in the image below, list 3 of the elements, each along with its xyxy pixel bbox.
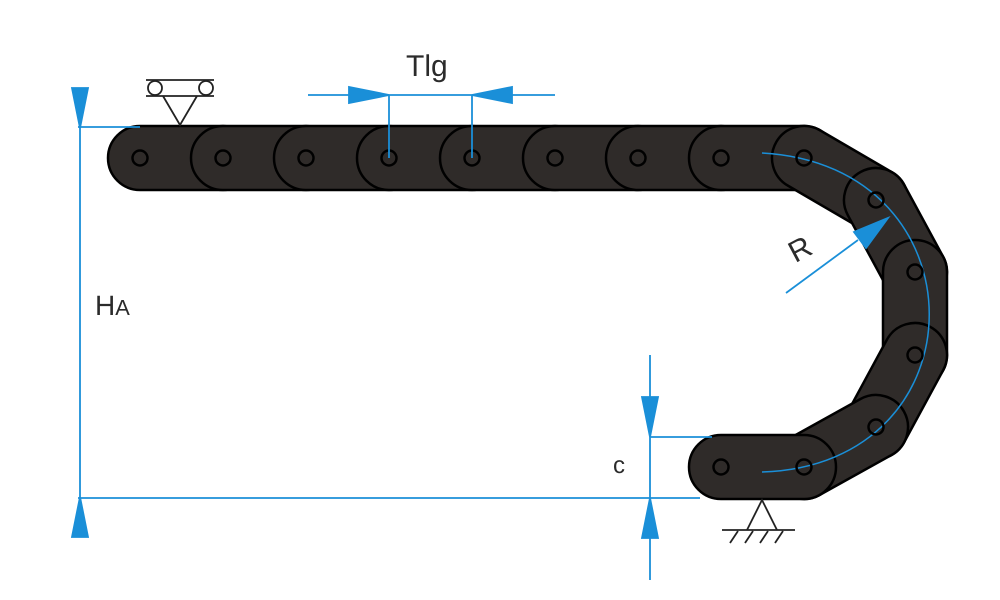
dimension-label: R [784,232,818,268]
dimension-label: Tlg [406,52,448,82]
dimension-label: c [613,454,625,478]
